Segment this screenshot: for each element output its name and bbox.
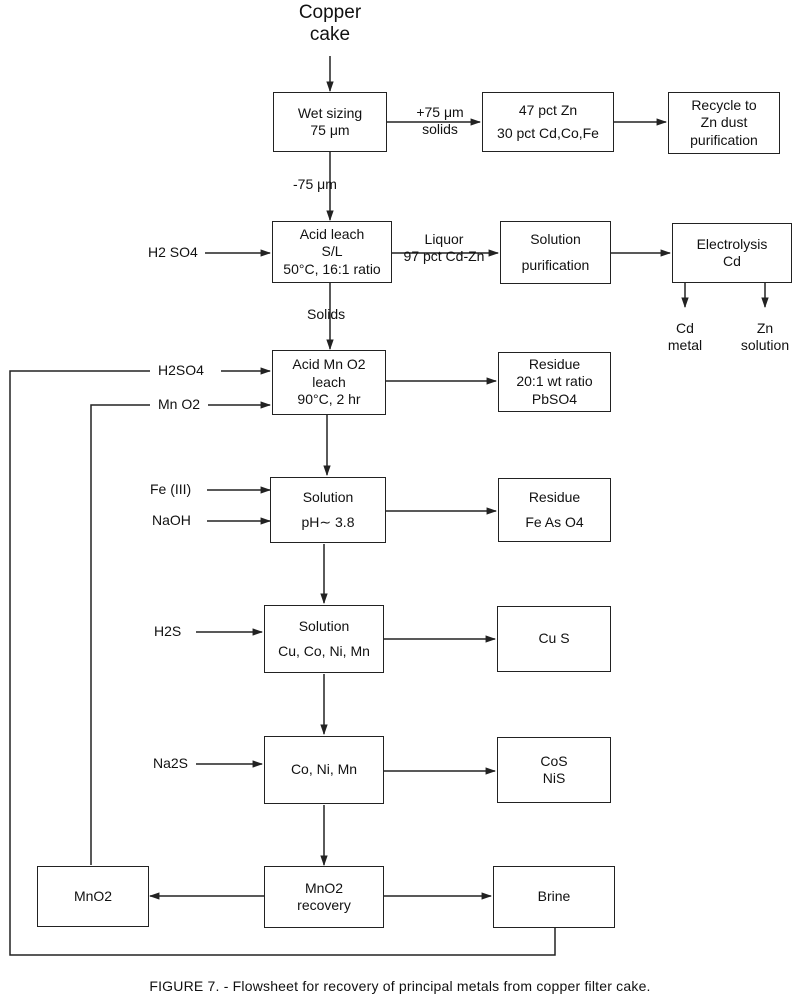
feed-line-2: cake — [309, 23, 351, 45]
line-brine-recycle — [9, 370, 556, 956]
box-text: NiS — [542, 770, 566, 786]
label-text: Cd — [676, 320, 694, 336]
box-text: Cu S — [538, 630, 570, 647]
box-text: Wet sizing — [297, 104, 363, 121]
box-text: 50°C, 16:1 ratio — [283, 260, 381, 277]
box-residue-pbso4: Residue 20:1 wt ratio PbSO4 — [498, 352, 611, 412]
box-mno2-recovery: MnO2 recovery — [264, 866, 384, 928]
box-text: 47 pct Zn — [518, 101, 578, 118]
box-text: MnO2 — [73, 887, 113, 904]
box-cos-nis: CoS NiS — [497, 737, 611, 803]
box-text: 90°C, 2 hr — [297, 391, 361, 408]
box-text: Recycle to — [691, 96, 757, 113]
box-text: Solution — [298, 617, 350, 634]
figure-caption: FIGURE 7. - Flowsheet for recovery of pr… — [149, 978, 651, 994]
label-mno2-input: Mn O2 — [158, 396, 201, 412]
label-h2so4-acid-leach: H2 SO4 — [148, 244, 198, 260]
box-cus: Cu S — [497, 606, 611, 672]
feed-title: Copper cake — [280, 2, 380, 46]
box-mno2-leach: Acid Mn O2 leach 90°C, 2 hr — [272, 350, 386, 415]
box-wet-sizing: Wet sizing 75 μm — [273, 92, 387, 152]
box-text: 30 pct Cd,Co,Fe — [497, 125, 599, 141]
label-zn-solution: Zn solution — [730, 320, 800, 354]
line-mno2-recycle — [90, 404, 150, 865]
box-text: Residue — [528, 488, 581, 505]
label-cd-metal: Cd metal — [660, 320, 710, 354]
box-solution-cu: Solution Cu, Co, Ni, Mn — [264, 605, 384, 673]
label-minus-75: -75 μm — [293, 176, 337, 192]
box-co-ni-mn: Co, Ni, Mn — [264, 736, 384, 804]
box-text: Solution — [530, 231, 581, 247]
box-acid-leach: Acid leach S/L 50°C, 16:1 ratio — [272, 221, 392, 283]
box-text: recovery — [297, 897, 351, 913]
label-text: Zn — [756, 320, 774, 336]
box-text: Brine — [537, 888, 571, 905]
label-liquor: Liquor 97 pct Cd-Zn — [392, 231, 496, 265]
box-text: Co, Ni, Mn — [290, 761, 358, 778]
label-text: solids — [422, 120, 458, 137]
box-electrolysis: Electrolysis Cd — [672, 223, 792, 283]
label-na2s: Na2S — [153, 755, 189, 771]
box-text: S/L — [321, 243, 343, 260]
box-solution-ph: Solution pH∼ 3.8 — [270, 477, 386, 543]
box-text: leach — [312, 373, 346, 390]
label-h2so4-mno2-leach: H2SO4 — [158, 362, 204, 378]
box-text: Cu, Co, Ni, Mn — [278, 643, 370, 659]
label-solids: Solids — [307, 306, 346, 322]
box-text: purification — [690, 131, 758, 148]
label-plus-75-solids: +75 μm solids — [402, 104, 478, 138]
label-text: Liquor — [424, 231, 464, 247]
box-text: purification — [521, 256, 590, 273]
label-h2s: H2S — [154, 623, 182, 639]
box-text: Zn dust — [700, 114, 748, 131]
box-recycle: Recycle to Zn dust purification — [668, 92, 780, 154]
label-fe3: Fe (III) — [150, 481, 192, 497]
box-text: MnO2 — [304, 879, 344, 896]
box-text: Electrolysis — [696, 235, 768, 252]
label-text: 97 pct Cd-Zn — [403, 247, 485, 264]
label-naoh: NaOH — [152, 512, 191, 528]
box-text: Solution — [302, 488, 354, 505]
box-text: Acid Mn O2 — [292, 356, 366, 373]
feed-line-1: Copper — [298, 2, 362, 23]
box-coarse-fraction: 47 pct Zn 30 pct Cd,Co,Fe — [482, 92, 614, 152]
box-residue-feaso4: Residue Fe As O4 — [498, 478, 611, 542]
box-text: pH∼ 3.8 — [301, 514, 355, 530]
label-text: metal — [667, 336, 703, 353]
box-text: CoS — [540, 752, 568, 769]
box-text: 20:1 wt ratio — [516, 373, 593, 390]
box-solution-purification: Solution purification — [500, 221, 611, 284]
box-text: Fe As O4 — [525, 514, 584, 530]
box-text: Acid leach — [299, 225, 365, 242]
box-brine: Brine — [493, 866, 615, 928]
box-text: PbSO4 — [531, 390, 578, 407]
box-mno2-product: MnO2 — [37, 866, 149, 927]
box-text: Cd — [723, 253, 741, 269]
box-text: 75 μm — [310, 122, 350, 138]
box-text: Residue — [528, 355, 581, 372]
label-text: solution — [740, 336, 790, 353]
label-text: +75 μm — [416, 104, 464, 120]
